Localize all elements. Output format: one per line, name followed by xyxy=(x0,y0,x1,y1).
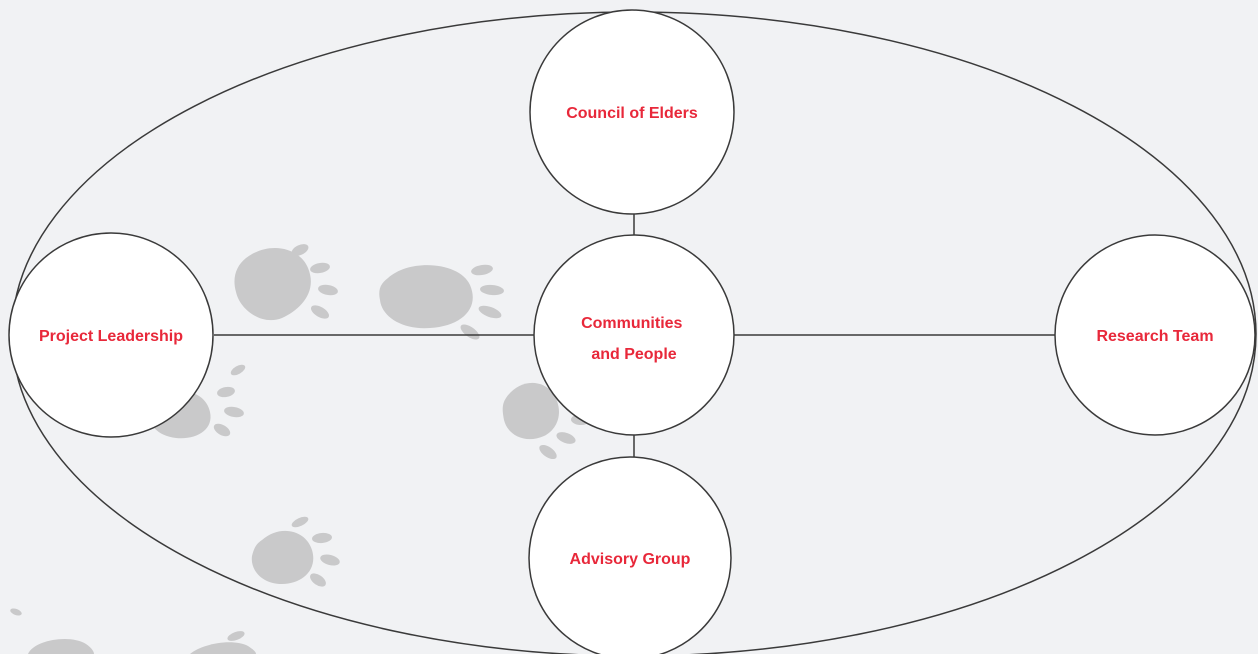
node-advisory-group: Advisory Group xyxy=(528,456,732,654)
node-research-team: Research Team xyxy=(1054,234,1256,436)
node-label-advisory: Advisory Group xyxy=(570,551,691,568)
node-project-leadership: Project Leadership xyxy=(8,232,214,438)
pawprint-decoration xyxy=(10,244,589,654)
node-communities-and-people: Communities and People xyxy=(533,234,735,436)
node-council-of-elders: Council of Elders xyxy=(529,9,735,215)
node-label-leadership: Project Leadership xyxy=(39,328,183,345)
connectors xyxy=(214,212,1056,458)
node-label-research: Research Team xyxy=(1096,328,1213,345)
node-label-council: Council of Elders xyxy=(566,105,698,122)
node-label-center: Communities and People xyxy=(581,315,687,363)
